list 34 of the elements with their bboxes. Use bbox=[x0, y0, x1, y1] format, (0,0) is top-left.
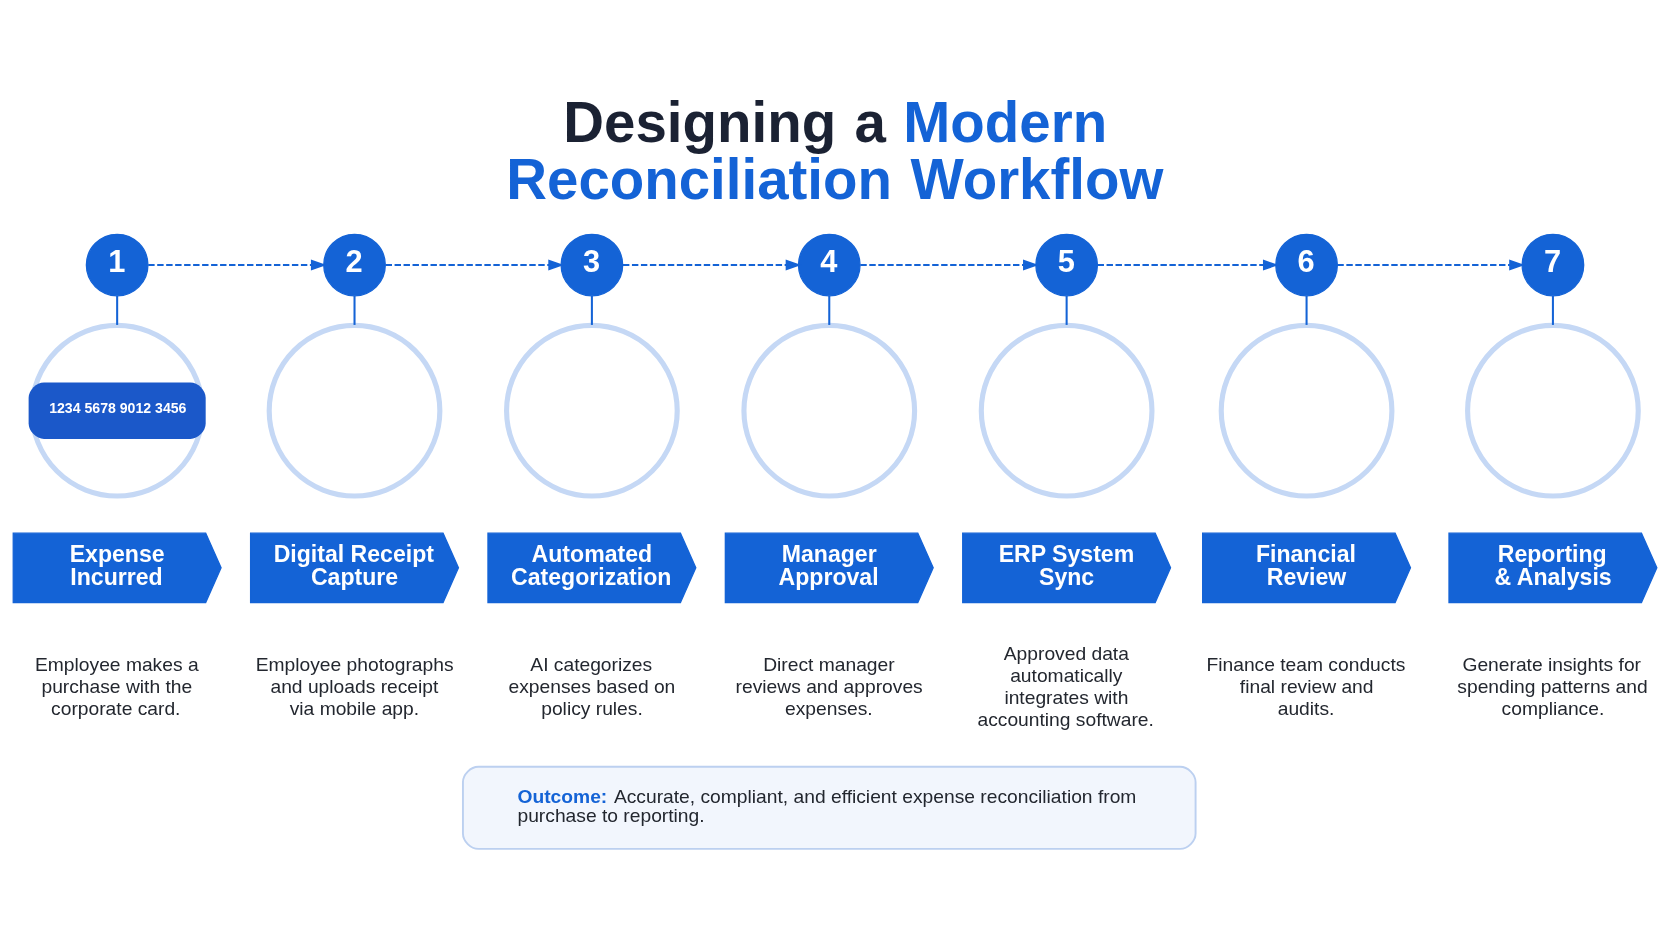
arrow bbox=[1337, 259, 1525, 271]
diagram-title: Designing a Modern Reconciliation Workflow bbox=[506, 90, 1164, 211]
arrow bbox=[1097, 259, 1279, 271]
arrow bbox=[385, 259, 564, 271]
node-circle: 6 bbox=[1275, 233, 1338, 296]
node-circle bbox=[741, 322, 918, 499]
node-circle: 5 bbox=[1035, 233, 1099, 296]
node-circle bbox=[1465, 322, 1641, 499]
connector bbox=[1065, 295, 1068, 325]
node-label: Direct manager reviews and approves expenses. bbox=[735, 653, 923, 719]
connector bbox=[1305, 295, 1308, 325]
node-label: Finance team conducts final review and audits. bbox=[1206, 653, 1406, 719]
node-circle: 4 bbox=[797, 233, 861, 296]
connector bbox=[353, 295, 356, 325]
node-circle: 1 bbox=[85, 233, 149, 296]
node-label: AI categorizes expenses based on policy rules. bbox=[508, 653, 676, 719]
arrow bbox=[148, 259, 327, 271]
node-label: Approved data automatically integrates with accounting software. bbox=[977, 642, 1154, 730]
connector bbox=[1551, 295, 1554, 325]
node-circle bbox=[266, 322, 443, 499]
node-label: Employee makes a purchase with the corporate card. bbox=[35, 653, 199, 719]
node-circle bbox=[504, 322, 680, 499]
connector bbox=[116, 295, 119, 325]
connector bbox=[590, 295, 593, 325]
arrow bbox=[860, 259, 1039, 271]
node-label: Employee photographs and uploads receipt via mobile app. bbox=[255, 653, 454, 719]
node-circle bbox=[978, 322, 1155, 499]
node-circle: 7 bbox=[1521, 233, 1585, 296]
node-circle: 2 bbox=[323, 233, 386, 296]
node-circle bbox=[1218, 322, 1395, 499]
node-box: Outcome: Accurate, compliant, and efficient expense reconciliation from purchase to reporting. bbox=[462, 765, 1197, 850]
node-label: Generate insights for spending patterns and compliance. bbox=[1457, 653, 1648, 719]
connector bbox=[828, 295, 831, 325]
node-circle: 3 bbox=[560, 233, 624, 296]
